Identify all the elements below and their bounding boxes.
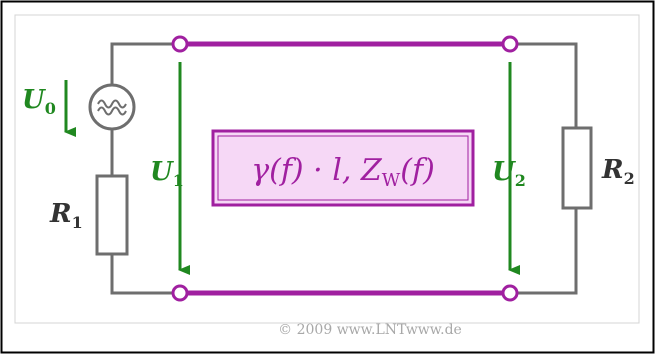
terminal-bottom-right [501, 284, 519, 302]
label-u1: U1 [150, 157, 184, 190]
label-u2: U2 [492, 157, 526, 190]
resistor-r2 [561, 126, 593, 210]
terminal-top-right [501, 35, 519, 53]
wire-right-top [510, 42, 578, 128]
label-u0: U0 [22, 85, 56, 118]
terminal-top-left [171, 35, 189, 53]
inner-frame [14, 14, 640, 324]
terminal-bottom-left [171, 284, 189, 302]
wire-left-top [110, 42, 180, 84]
wire-left-bottom [110, 254, 180, 295]
wire-right-bottom [510, 208, 578, 295]
line-parameter-box-inner [217, 135, 469, 201]
resistor-r1 [95, 174, 129, 256]
line-parameter-text: γ(f) · l, ZW(f) [251, 153, 435, 191]
label-r1: R1 [49, 199, 83, 232]
copyright-text: © 2009 www.LNTwww.de [278, 322, 462, 338]
line-parameter-box [211, 129, 475, 207]
sine-source-icon [88, 83, 136, 131]
label-r2: R2 [601, 155, 635, 188]
